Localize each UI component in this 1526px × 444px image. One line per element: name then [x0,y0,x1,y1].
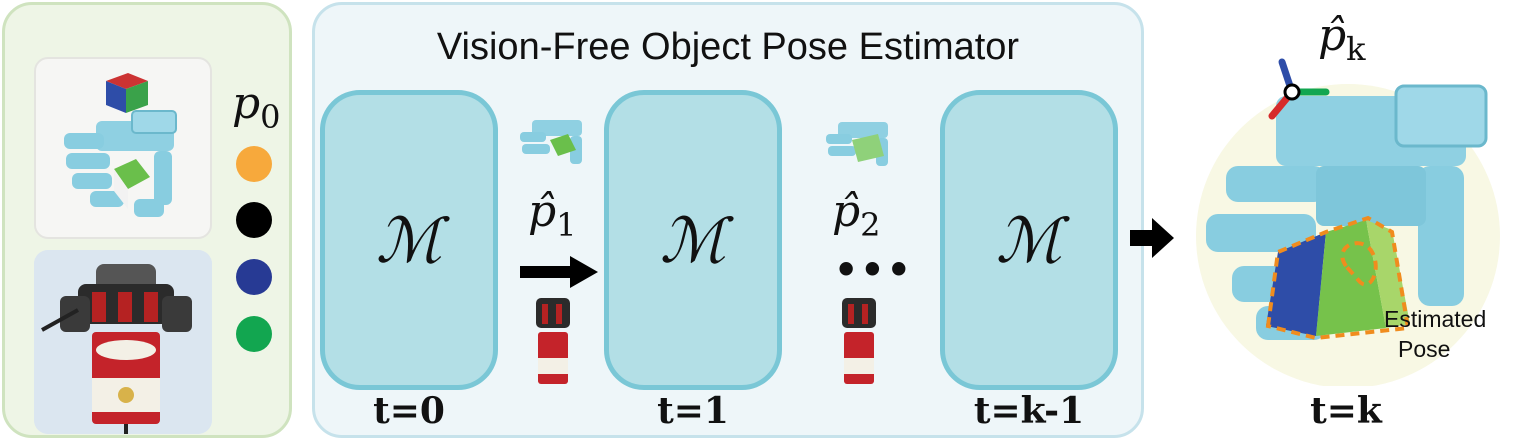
estimated-pose-label-line1: Estimated [1384,306,1487,332]
initial-pose-symbol: p0 [232,78,281,136]
keypoint-dot-orange [236,146,272,182]
real-robot-hand-image [34,250,212,434]
arrow-right-output-icon [1130,218,1174,258]
estimated-pose-visualization [1196,58,1500,386]
ellipsis: ••• [834,248,913,292]
step-label-t1: t=1 [657,390,729,432]
step-label-tk-1: t=k-1 [973,390,1085,432]
estimated-pose-label: Estimated Pose [1384,304,1486,364]
intermediate-real-image-1 [536,298,570,384]
arrow-right-icon [520,256,598,288]
keypoint-dot-blue [236,259,272,295]
estimate-p2: p̂2 [832,186,881,244]
model-block-t0: ℳ [320,90,498,390]
intermediate-sim-image-2 [826,122,888,166]
keypoint-dot-black [236,202,272,238]
intermediate-sim-image-1 [520,120,582,164]
step-label-t0: t=0 [373,390,445,432]
simulated-hand-image [34,57,212,239]
estimate-pk: p̂k [1318,10,1366,68]
estimated-pose-label-line2: Pose [1398,336,1451,362]
intermediate-real-image-2 [842,298,876,384]
model-block-t1: ℳ [604,90,782,390]
keypoint-dot-green [236,316,272,352]
model-block-tk-1: ℳ [940,90,1118,390]
estimate-p1: p̂1 [528,186,577,244]
panel-title: Vision-Free Object Pose Estimator [436,26,1020,68]
step-label-tk: t=k [1310,390,1382,432]
